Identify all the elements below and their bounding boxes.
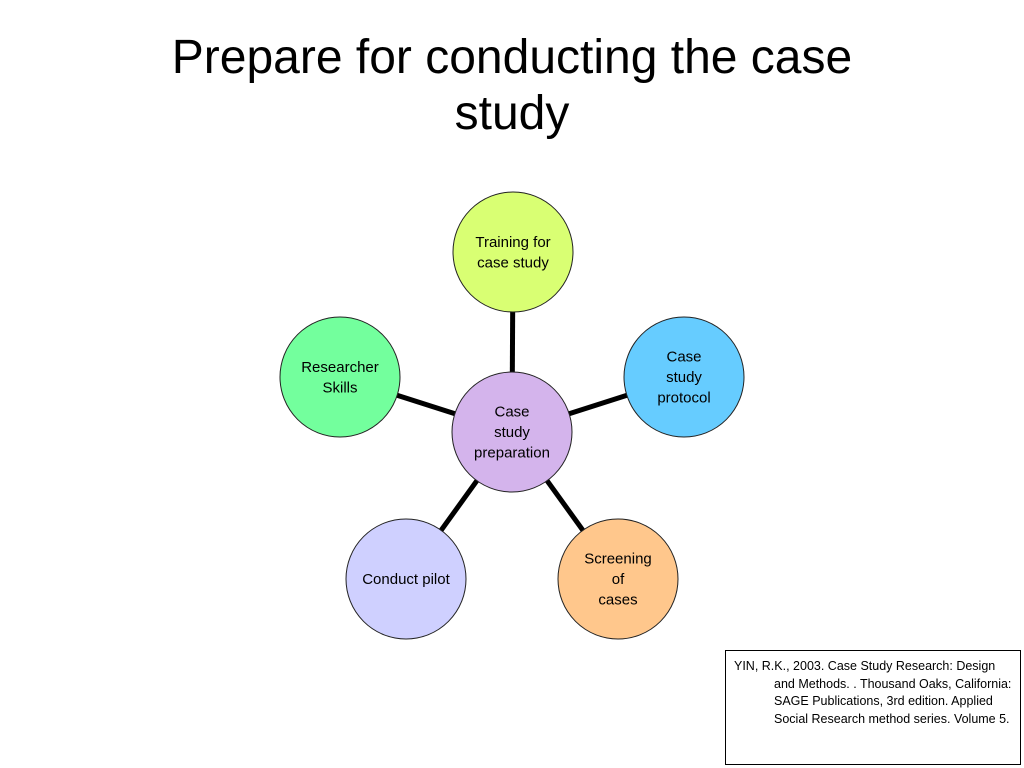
node-skills — [279, 316, 401, 438]
node-protocol-label-line: Case — [666, 349, 701, 366]
node-screening-label-line: cases — [598, 592, 637, 609]
node-protocol-label-line: protocol — [657, 390, 710, 407]
node-training-label-line: case study — [477, 254, 549, 271]
node-pilot-label-line: Conduct pilot — [362, 571, 450, 588]
node-protocol — [623, 316, 745, 438]
node-skills-label-line: Skills — [322, 379, 357, 396]
node-skills-label-line: Researcher — [301, 359, 379, 376]
node-center — [451, 371, 573, 493]
node-training-label-line: Training for — [475, 234, 550, 251]
node-pilot — [345, 518, 467, 640]
slide-title: Prepare for conducting the case study — [0, 30, 1024, 142]
node-center-label-line: study — [494, 424, 530, 441]
node-protocol-label-line: study — [666, 369, 702, 386]
node-training — [452, 191, 574, 313]
node-screening-label-line: Screening — [584, 551, 652, 568]
node-center-label-line: preparation — [474, 445, 550, 462]
node-center-label-line: Case — [494, 404, 529, 421]
node-screening-label-line: of — [612, 571, 625, 588]
title-line-1: Prepare for conducting the case — [171, 31, 853, 84]
title-line-2: study — [454, 87, 570, 140]
citation-box: YIN, R.K., 2003. Case Study Research: De… — [725, 650, 1021, 765]
citation-text: YIN, R.K., 2003. Case Study Research: De… — [734, 659, 1012, 726]
node-screening — [557, 518, 679, 640]
